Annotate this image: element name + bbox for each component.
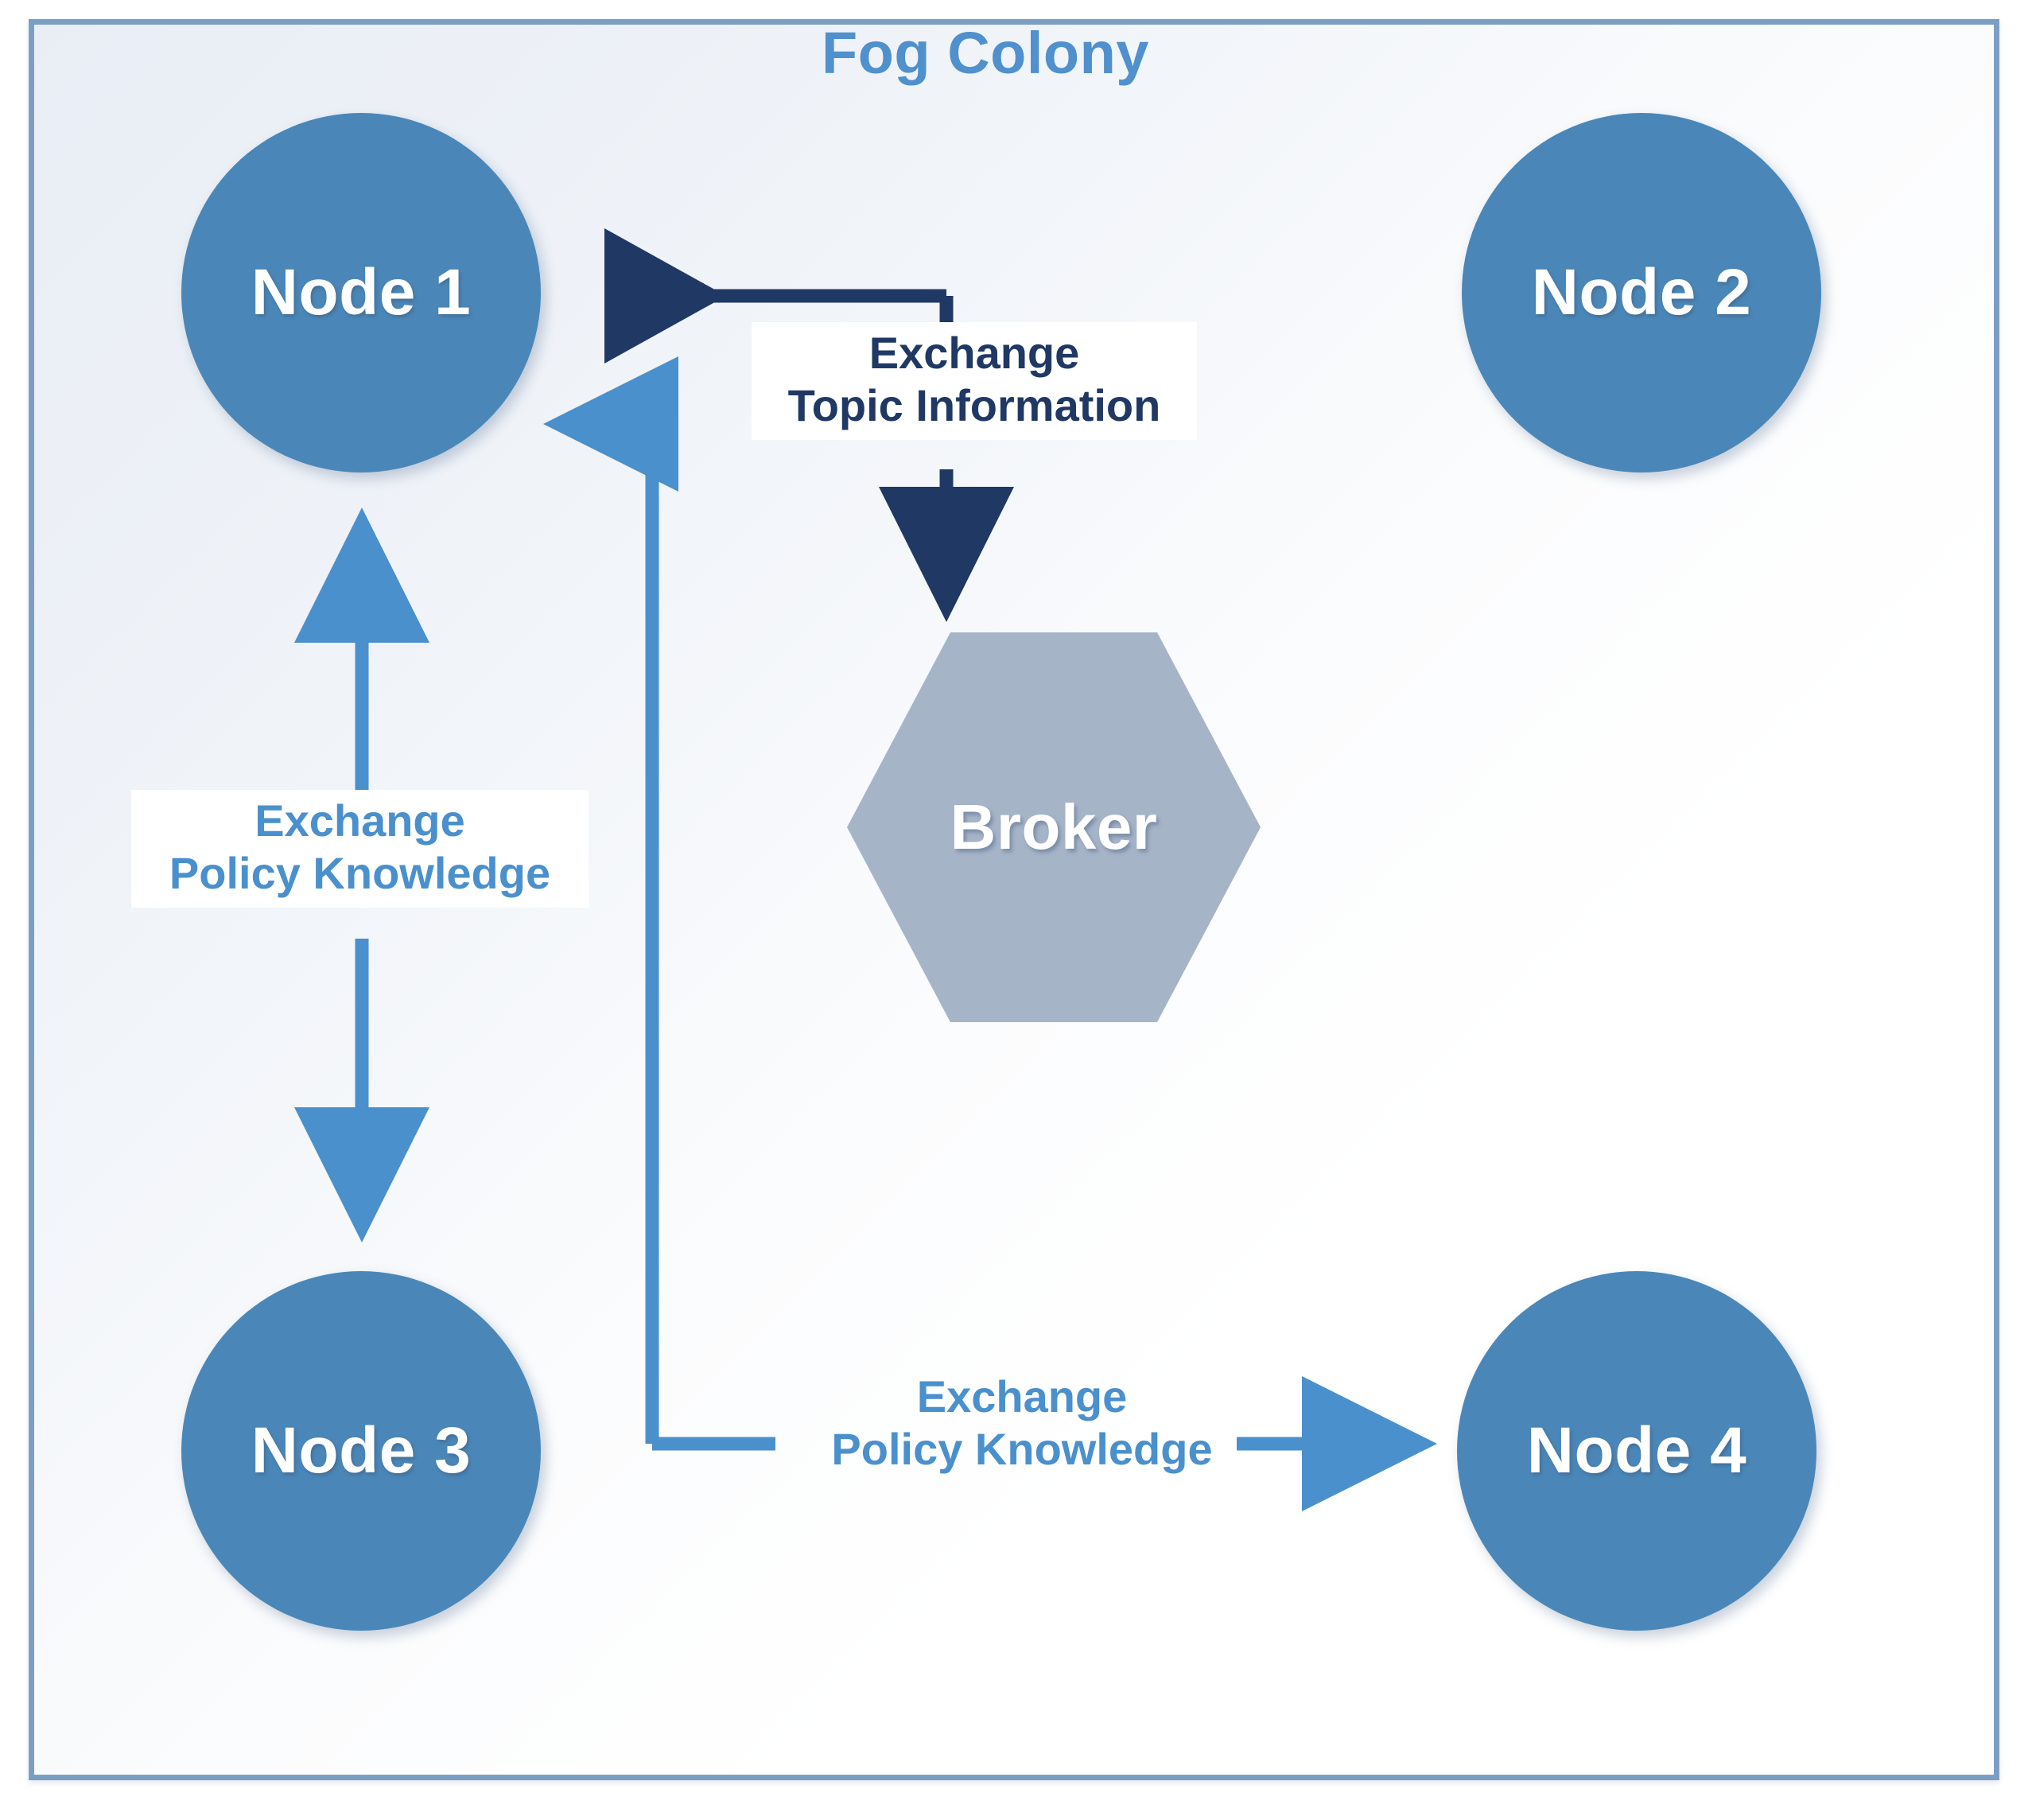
edge-label-policy-knowledge-left: Exchange Policy Knowledge [131,790,589,908]
broker-label: Broker [950,791,1158,862]
node-3[interactable]: Node 3 [181,1271,541,1631]
page-title: Fog Colony [822,20,1149,86]
node-4[interactable]: Node 4 [1457,1271,1816,1631]
edge-label-policy-left-line1: Exchange [254,795,465,846]
edge-label-policy-left-line2: Policy Knowledge [169,848,551,899]
edge-label-policy-knowledge-bottom: Exchange Policy Knowledge [783,1371,1261,1476]
node-1[interactable]: Node 1 [181,113,541,472]
edge-label-topic-line1: Exchange [868,328,1080,378]
edge-label-policy-bottom-line1: Exchange [916,1371,1128,1421]
node-1-label: Node 1 [251,256,472,329]
node-2[interactable]: Node 2 [1462,113,1821,472]
node-4-label: Node 4 [1526,1414,1747,1487]
edge-label-topic-information: Exchange Topic Information [752,322,1197,441]
node-2-label: Node 2 [1531,256,1752,329]
edge-label-policy-bottom-line2: Policy Knowledge [831,1424,1213,1475]
node-3-label: Node 3 [251,1414,472,1487]
edge-label-topic-line2: Topic Information [787,380,1161,431]
